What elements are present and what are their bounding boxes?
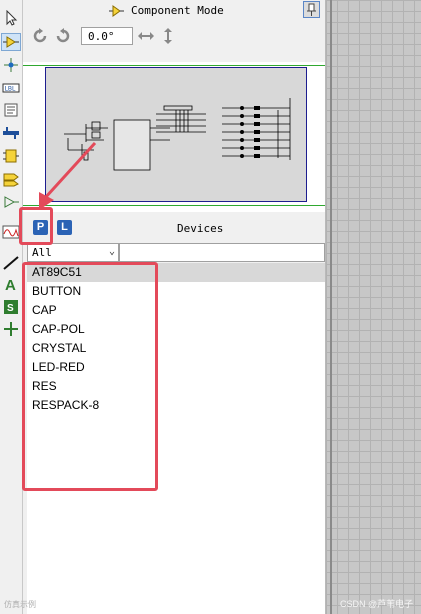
pick-devices-button[interactable]: P (33, 220, 48, 235)
watermark: CSDN @芦苇电子 (340, 599, 414, 609)
device-item-at89c51[interactable]: AT89C51 (27, 263, 325, 282)
bus-icon[interactable] (2, 125, 20, 141)
subcircuit-icon[interactable] (2, 148, 20, 164)
device-filter-value: All (32, 246, 52, 259)
component-icon[interactable] (1, 33, 21, 51)
overview-bottom-line (23, 205, 325, 206)
watermark-left: 仿真示例 (4, 600, 36, 609)
wire-label-icon[interactable]: LBL (2, 80, 20, 96)
text-icon[interactable]: A (2, 276, 20, 292)
device-list[interactable]: AT89C51 BUTTON CAP CAP-POL CRYSTAL LED-R… (27, 263, 325, 614)
annotation-box-device-list (22, 262, 158, 491)
component-mode-icon (109, 3, 125, 17)
device-item-res[interactable]: RES (32, 379, 57, 393)
device-item-led-red[interactable]: LED-RED (32, 360, 85, 374)
svg-text:S: S (7, 303, 14, 314)
rotation-toolbar: 0.0° (23, 24, 325, 50)
graph-icon[interactable] (2, 224, 20, 240)
panel-title: Component Mode (131, 4, 224, 17)
terminal-icon[interactable] (2, 171, 20, 187)
svg-text:A: A (5, 277, 16, 292)
symbol-icon[interactable]: S (2, 299, 20, 315)
schematic-canvas[interactable] (326, 0, 421, 614)
line-icon[interactable] (2, 255, 20, 271)
device-item-button[interactable]: BUTTON (32, 284, 82, 298)
overview-top-line (23, 65, 325, 66)
left-toolbar: LBL A S (0, 0, 23, 614)
pin-icon[interactable] (303, 1, 320, 18)
device-filter-select[interactable]: All ⌄ (27, 243, 119, 262)
device-item-cap[interactable]: CAP (32, 303, 57, 317)
chevron-down-icon: ⌄ (108, 246, 115, 257)
annotation-box-p-button (19, 207, 53, 245)
device-pin-icon[interactable] (2, 194, 20, 210)
device-filter-row: All ⌄ (23, 243, 325, 262)
rotate-clockwise-icon[interactable] (31, 27, 49, 45)
marker-icon[interactable] (2, 321, 20, 337)
device-item-cap-pol[interactable]: CAP-POL (32, 322, 85, 336)
selection-arrow-icon[interactable] (2, 10, 20, 26)
mirror-vertical-icon[interactable] (159, 27, 177, 45)
junction-dot-icon[interactable] (2, 57, 20, 73)
component-selector-panel: Component Mode 0.0° (23, 0, 326, 614)
device-search-input[interactable] (119, 243, 325, 262)
svg-text:LBL: LBL (5, 86, 16, 93)
device-selector-header: P L Devices (23, 220, 325, 240)
mirror-horizontal-icon[interactable] (137, 27, 155, 45)
angle-field[interactable]: 0.0° (81, 27, 133, 45)
device-item-respack-8[interactable]: RESPACK-8 (32, 398, 100, 412)
library-manager-button[interactable]: L (57, 220, 72, 235)
schematic-preview (45, 67, 307, 202)
text-script-icon[interactable] (2, 102, 20, 118)
overview-window[interactable] (23, 62, 325, 212)
canvas-border (330, 0, 332, 614)
device-item-crystal[interactable]: CRYSTAL (32, 341, 87, 355)
annotation-arrow-icon (39, 141, 97, 210)
devices-label: Devices (177, 222, 224, 235)
rotate-anticlockwise-icon[interactable] (54, 27, 72, 45)
schematic-thumbnail (64, 98, 291, 171)
